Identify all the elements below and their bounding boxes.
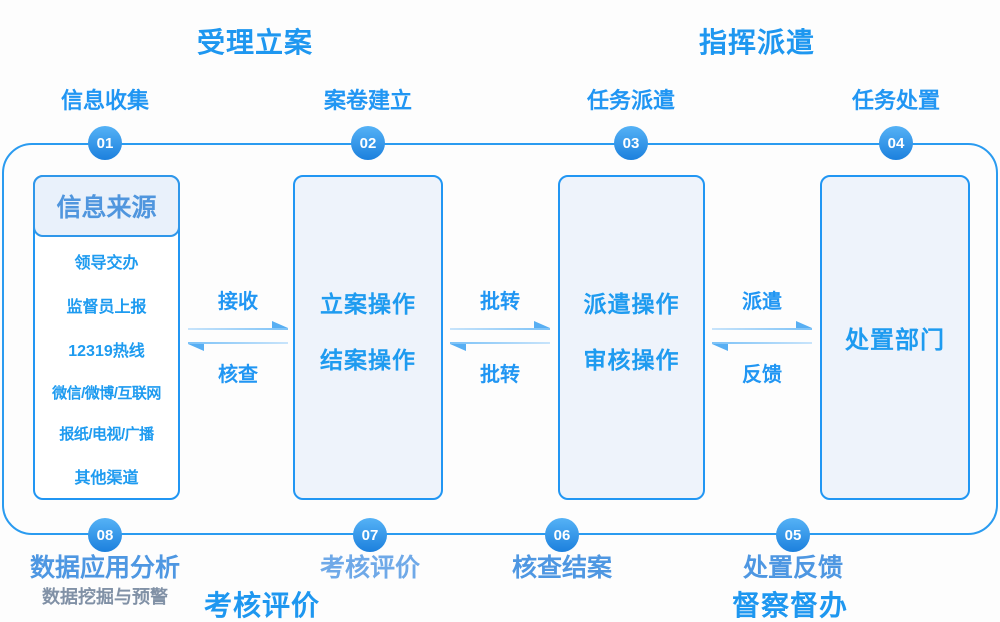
bottom-label-assessment: 考核评价	[319, 554, 420, 582]
handling-department-box: 处置部门	[820, 175, 970, 500]
flow-backward-label: 反馈	[742, 364, 782, 386]
step-label-task-dispatch: 任务派遣	[586, 88, 675, 113]
handling-department-label: 处置部门	[845, 327, 945, 354]
flow-forward-label: 批转	[480, 291, 520, 313]
flow-group-transfer: 批转 批转	[450, 290, 550, 390]
info-source-list: 领导交办 监督员上报 12319热线 微信/微博/互联网 报纸/电视/广播 其他…	[35, 239, 178, 498]
source-item: 领导交办	[74, 255, 139, 273]
flow-forward-label: 派遣	[742, 291, 782, 313]
phase-header-supervision: 督察督办	[731, 590, 848, 621]
source-item: 其他渠道	[74, 469, 139, 487]
arrow-left-icon	[712, 342, 812, 351]
bottom-sublabel-data-mining: 数据挖掘与预警	[42, 587, 168, 607]
step-label-info-collect: 信息收集	[60, 88, 149, 113]
flow-loop-frame	[2, 143, 998, 535]
phase-header-command-dispatch: 指挥派遣	[698, 27, 815, 58]
dispatch-op-label: 派遣操作	[583, 290, 680, 317]
info-source-header: 信息来源	[33, 175, 180, 237]
source-item: 监督员上报	[66, 299, 147, 317]
step-label-task-handle: 任务处置	[851, 88, 940, 113]
arrow-right-icon	[712, 321, 812, 330]
step-badge-06: 06	[545, 518, 579, 552]
case-close-label: 结案操作	[320, 346, 416, 373]
step-badge-07: 07	[353, 518, 387, 552]
source-item: 微信/微博/互联网	[52, 384, 161, 402]
flow-group-receive-verify: 接收 核查	[188, 290, 288, 390]
bottom-label-verify-close: 核查结案	[511, 554, 612, 582]
flow-forward-label: 接收	[218, 291, 258, 313]
arrow-left-icon	[188, 342, 288, 351]
step-badge-02: 02	[351, 126, 385, 160]
flow-backward-label: 批转	[480, 364, 520, 386]
source-item: 12319热线	[68, 343, 145, 361]
flow-group-dispatch-feedback: 派遣 反馈	[712, 290, 812, 390]
case-open-label: 立案操作	[320, 290, 416, 317]
case-operation-box: 立案操作 结案操作	[293, 175, 443, 500]
step-badge-04: 04	[879, 126, 913, 160]
arrow-left-icon	[450, 342, 550, 351]
step-badge-01: 01	[88, 126, 122, 160]
phase-header-accept-case: 受理立案	[196, 27, 313, 58]
step-label-file-build: 案卷建立	[323, 88, 412, 113]
arrow-right-icon	[450, 321, 550, 330]
phase-header-assessment: 考核评价	[203, 590, 320, 621]
step-badge-08: 08	[88, 518, 122, 552]
bottom-label-data-analysis: 数据应用分析	[29, 554, 180, 582]
bottom-label-handle-feedback: 处置反馈	[742, 554, 843, 582]
review-op-label: 审核操作	[583, 346, 680, 373]
dispatch-operation-box: 派遣操作 审核操作	[558, 175, 705, 500]
flow-backward-label: 核查	[218, 364, 258, 386]
step-badge-05: 05	[776, 518, 810, 552]
step-badge-03: 03	[614, 126, 648, 160]
source-item: 报纸/电视/广播	[59, 425, 154, 443]
arrow-right-icon	[188, 321, 288, 330]
